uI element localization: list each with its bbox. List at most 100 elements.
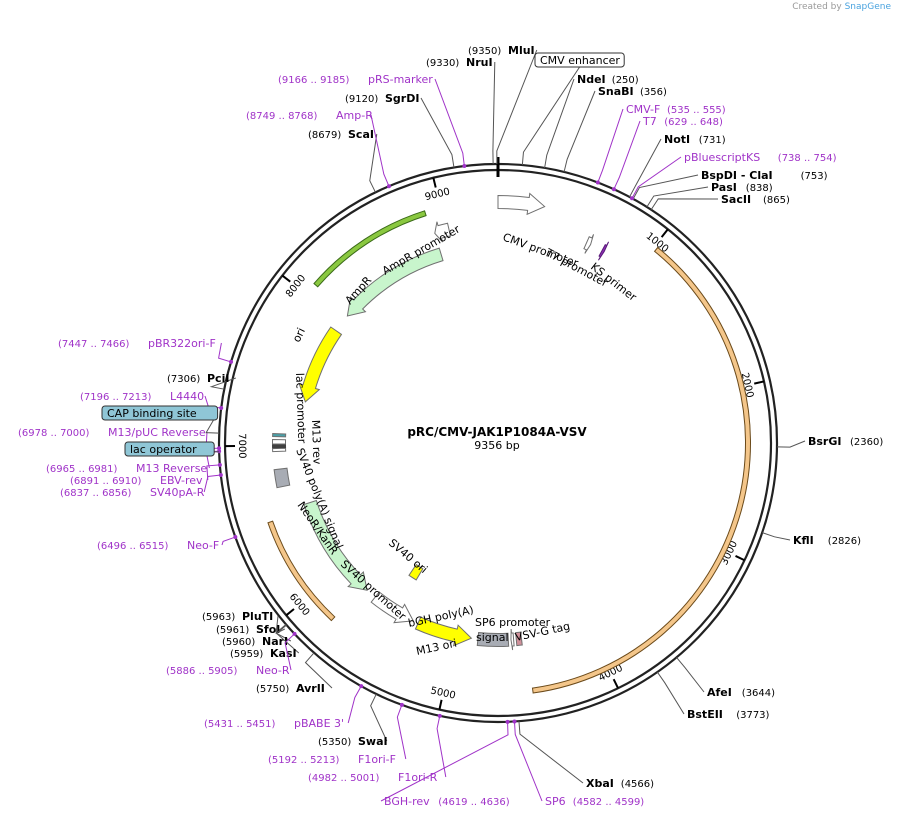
primer-marker (437, 713, 442, 718)
feature-m13-rev (272, 444, 287, 449)
site-leader (275, 624, 300, 654)
site-position: (865) (763, 195, 790, 206)
feature-cmv-promoter (497, 192, 546, 216)
feature-ks-primer (597, 241, 610, 261)
site-position: (753) (801, 171, 828, 182)
primer-name: Amp-R (336, 109, 373, 122)
site-leader (304, 652, 333, 689)
feature-neor-cds (267, 520, 336, 622)
primer-marker (386, 184, 391, 189)
primer-leader (370, 114, 390, 187)
site-leader (762, 532, 791, 541)
primer-position: (535 .. 555) (667, 105, 726, 116)
primer-position: (9166 .. 9185) (278, 75, 350, 86)
credit-prefix: Created by (792, 2, 842, 12)
feature-cap-binding-site (272, 432, 287, 438)
feature-bgh-poly-a-signal (476, 631, 510, 647)
primer-marker (219, 406, 224, 411)
feature-label: SP6 promoter (475, 616, 551, 629)
tick-mark (438, 699, 443, 710)
site-name: BsrGI (808, 435, 841, 448)
primer-marker (512, 719, 517, 724)
site-leader (646, 186, 709, 208)
primer-position: (4619 .. 4636) (438, 797, 510, 808)
site-name: PluTI (242, 610, 273, 623)
site-leader (632, 174, 699, 200)
site-position: (5961) (216, 625, 249, 636)
credit-brand: SnapGene (844, 2, 891, 12)
tick-mark (612, 678, 619, 689)
primer-leader (434, 78, 465, 167)
primer-position: (6837 .. 6856) (60, 488, 132, 499)
tick-label: 8000 (284, 273, 308, 300)
plasmid-size: 9356 bp (474, 439, 519, 452)
site-position: (5959) (230, 649, 263, 660)
plasmid-title: pRC/CMV-JAK1P1084A-VSV (407, 425, 587, 439)
site-leader (563, 90, 596, 173)
site-leader (209, 377, 236, 390)
site-position: (9120) (345, 94, 378, 105)
primer-leader (396, 704, 407, 760)
feature-vsv-g-tag (515, 631, 523, 647)
primer-name: BGH-rev (384, 795, 430, 808)
site-leader (676, 657, 705, 693)
primer-marker (462, 164, 467, 169)
site-name: KflI (793, 534, 814, 547)
primer-leader (631, 156, 682, 199)
primer-name: M13 Reverse (136, 462, 207, 475)
primer-marker (229, 359, 234, 364)
feature-label: AmpR promoter (380, 222, 463, 277)
site-position: (2360) (850, 437, 883, 448)
feature-t7-promoter (583, 234, 595, 254)
feature-ampr-promoter (434, 221, 452, 243)
primer-position: (6496 .. 6515) (97, 541, 169, 552)
site-name: SwaI (358, 735, 388, 748)
feature-label: ori (290, 326, 308, 345)
primer-marker (217, 449, 222, 454)
primer-name: pBluescriptKS (684, 151, 760, 164)
site-position: (5960) (222, 637, 255, 648)
primer-leader (203, 474, 221, 493)
primer-marker (292, 631, 297, 636)
site-leader (492, 61, 496, 165)
site-leader (650, 198, 719, 211)
site-leader (518, 721, 584, 784)
site-name: KasI (270, 647, 297, 660)
site-name: BstEII (687, 708, 723, 721)
tick-mark (432, 177, 437, 188)
primer-name: SV40pA-R (150, 486, 205, 499)
site-name: NruI (466, 56, 493, 69)
primer-leader (513, 721, 543, 802)
site-name: BspDI - ClaI (701, 169, 773, 182)
primer-leader (221, 536, 236, 546)
site-name: PasI (711, 181, 737, 194)
boxed-label-text: lac operator (130, 443, 197, 456)
primer-name: L4440 (170, 390, 204, 403)
site-leader (369, 133, 378, 193)
site-name: NotI (664, 133, 690, 146)
primer-name: pBR322ori-F (148, 337, 216, 350)
site-name: XbaI (586, 777, 614, 790)
site-position: (9350) (468, 46, 501, 57)
feature-sv40-ori (408, 563, 424, 581)
primer-leader (613, 120, 641, 190)
site-position: (7306) (167, 374, 200, 385)
boxed-label-frame (534, 52, 625, 68)
primer-name: pRS-marker (368, 73, 433, 86)
tick-label: 5000 (429, 685, 456, 701)
primer-name: F1ori-R (398, 771, 438, 784)
primer-position: (7447 .. 7466) (58, 339, 130, 350)
site-name: AfeI (707, 686, 732, 699)
site-name: ScaI (348, 128, 374, 141)
primer-marker (630, 196, 635, 201)
site-name: SfoI (256, 623, 280, 636)
snapgene-credit: Created by SnapGene (792, 2, 891, 12)
primer-leader (380, 721, 509, 802)
site-position: (5350) (318, 737, 351, 748)
tick-label: 9000 (424, 186, 451, 203)
site-position: (5963) (202, 612, 235, 623)
primer-marker (217, 446, 222, 451)
feature-ori (298, 326, 343, 403)
site-leader (544, 78, 575, 169)
